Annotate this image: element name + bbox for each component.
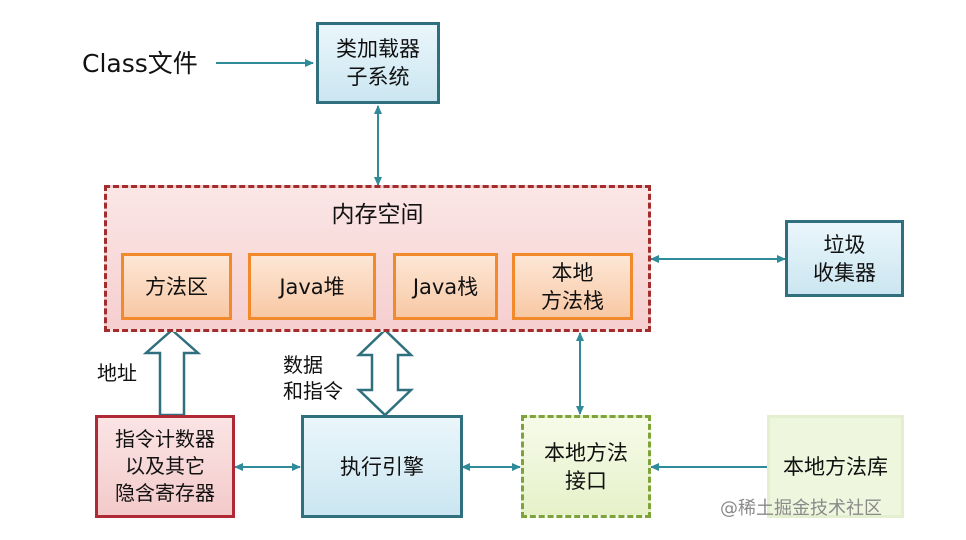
hollow-arrow-data xyxy=(355,328,415,417)
java-stack-box: Java栈 xyxy=(393,253,498,320)
method-area-box: 方法区 xyxy=(121,253,232,320)
class-file-label: Class文件 xyxy=(82,49,198,78)
class-loader-box: 类加载器 子系统 xyxy=(316,22,440,104)
execution-engine-box: 执行引擎 xyxy=(301,415,463,518)
native-method-stack-box: 本地 方法栈 xyxy=(512,253,633,320)
address-label: 地址 xyxy=(97,361,137,385)
data-instructions-label: 数据 和指令 xyxy=(283,353,343,403)
memory-title: 内存空间 xyxy=(331,202,424,228)
java-heap-box: Java堆 xyxy=(248,253,376,320)
native-interface-box: 本地方法 接口 xyxy=(521,415,651,518)
native-library-box: 本地方法库 xyxy=(767,415,904,518)
garbage-collector-box: 垃圾 收集器 xyxy=(785,220,904,297)
watermark: @稀土掘金技术社区 xyxy=(720,498,882,519)
pc-register-box: 指令计数器 以及其它 隐含寄存器 xyxy=(95,415,235,518)
hollow-arrow-address xyxy=(142,328,202,417)
